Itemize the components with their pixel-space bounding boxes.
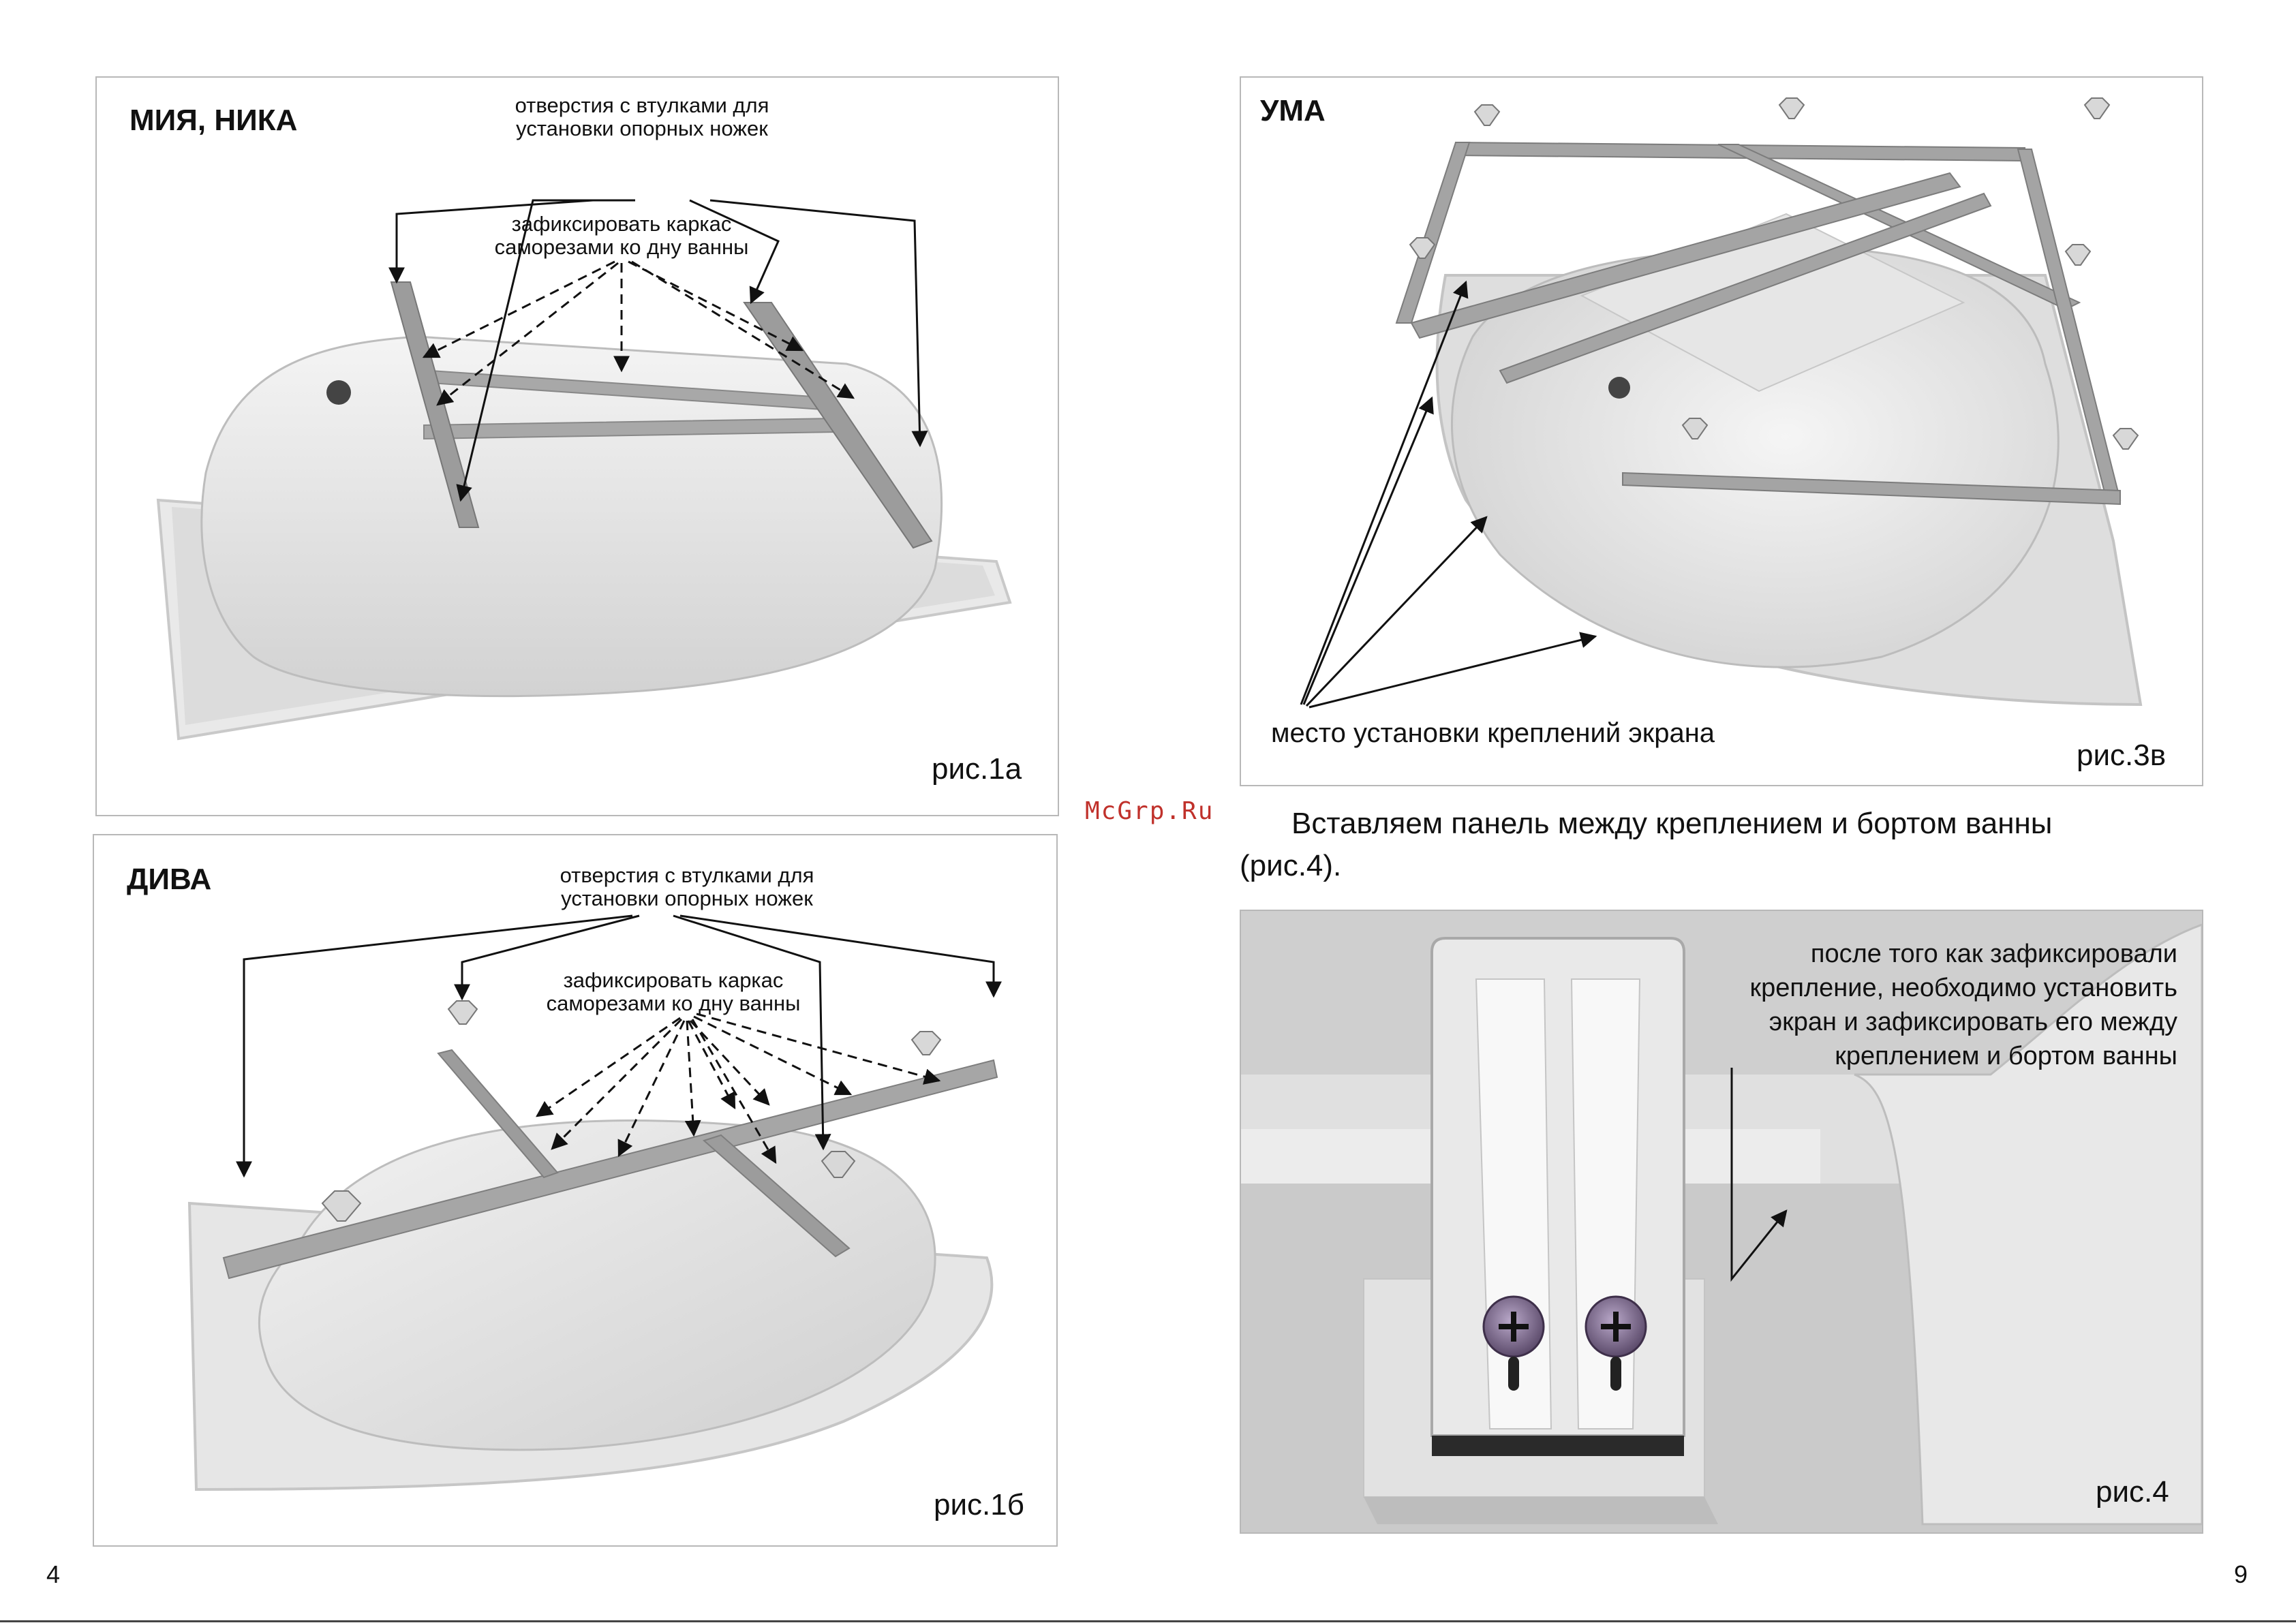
screen-note-line: экран и зафиксировать его между xyxy=(1769,1008,2177,1036)
support-leg xyxy=(910,1031,942,1055)
support-leg xyxy=(447,1000,478,1025)
figure-caption: рис.1б xyxy=(934,1488,1024,1521)
holes-note: отверстия с втулками для установки опорн… xyxy=(451,94,833,140)
support-leg xyxy=(1409,237,1436,259)
fix-note-line: зафиксировать каркас xyxy=(563,968,784,992)
figure-caption: рис.3в xyxy=(2077,739,2167,772)
support-leg xyxy=(1778,97,1805,119)
body-paragraph: Вставляем панель между креплением и борт… xyxy=(1240,803,2207,887)
fix-note-line: саморезами ко дну ванны xyxy=(546,991,801,1015)
figure-caption: рис.1а xyxy=(932,752,1022,786)
support-leg xyxy=(2064,244,2092,266)
figure-4-panel: после того как зафиксировали крепление, … xyxy=(1240,910,2203,1534)
figure-3v-panel: УМА место установки креплений экрана рис… xyxy=(1240,76,2203,786)
screen-note-line: креплением и бортом ванны xyxy=(1835,1042,2177,1070)
holes-note-line: установки опорных ножек xyxy=(561,886,813,910)
bathtub-1b-illustration xyxy=(187,914,1002,1491)
support-leg xyxy=(1473,104,1501,126)
frame-branch-right xyxy=(703,1134,851,1258)
screen-note-line: после того как зафиксировали xyxy=(1810,940,2177,968)
support-leg xyxy=(1681,418,1709,439)
fix-note: зафиксировать каркас саморезами ко дну в… xyxy=(451,213,792,259)
drain-hole xyxy=(1608,377,1630,399)
holes-note-line: отверстия с втулками для xyxy=(515,93,769,117)
bathtub-3v-illustration xyxy=(1300,97,2143,709)
mount-note: место установки креплений экрана xyxy=(1271,718,1715,748)
fix-note-line: саморезами ко дну ванны xyxy=(494,235,749,259)
panel-title: МИЯ, НИКА xyxy=(129,104,298,137)
screw-right xyxy=(1585,1295,1647,1391)
figure-1a-panel: МИЯ, НИКА отверстия с втулками для устан… xyxy=(95,76,1059,816)
body-line: (рис.4). xyxy=(1240,849,1342,882)
panel-title: ДИВА xyxy=(127,863,212,896)
drain-hole xyxy=(326,380,351,405)
body-line: Вставляем панель между креплением и борт… xyxy=(1291,807,2053,840)
bracket-foot xyxy=(1432,1436,1684,1456)
fix-note-line: зафиксировать каркас xyxy=(511,212,732,236)
holes-note: отверстия с втулками для установки опорн… xyxy=(496,864,878,910)
support-leg xyxy=(321,1190,362,1222)
watermark: McGrp.Ru xyxy=(1085,797,1214,825)
screen-panel xyxy=(1854,923,2202,1526)
screen-note-line: крепление, необходимо установить xyxy=(1749,974,2177,1002)
fix-note: зафиксировать каркас саморезами ко дну в… xyxy=(503,969,844,1015)
frame xyxy=(1395,141,2122,506)
tub-body xyxy=(258,1119,936,1451)
support-leg xyxy=(2112,428,2139,450)
frame-main-bar xyxy=(222,1059,998,1280)
support-leg xyxy=(821,1151,856,1178)
page-number-right: 9 xyxy=(2234,1560,2248,1588)
screen-note: после того как зафиксировали крепление, … xyxy=(1632,937,2177,1073)
holes-note-line: отверстия с втулками для xyxy=(560,863,814,887)
panel-title: УМА xyxy=(1260,94,1326,127)
figure-caption: рис.4 xyxy=(2096,1475,2169,1509)
screen-mount-illustration xyxy=(1241,911,2202,1532)
holes-note-line: установки опорных ножек xyxy=(516,117,768,140)
figure-1b-panel: ДИВА отверстия с втулками для установки … xyxy=(93,834,1058,1547)
page-divider xyxy=(0,1620,2296,1622)
bathtub-1a-illustration xyxy=(156,199,1012,741)
support-leg xyxy=(2083,97,2111,119)
screw-left xyxy=(1482,1295,1545,1391)
page-number-left: 4 xyxy=(46,1560,61,1588)
frame-branch-left xyxy=(437,1049,559,1179)
